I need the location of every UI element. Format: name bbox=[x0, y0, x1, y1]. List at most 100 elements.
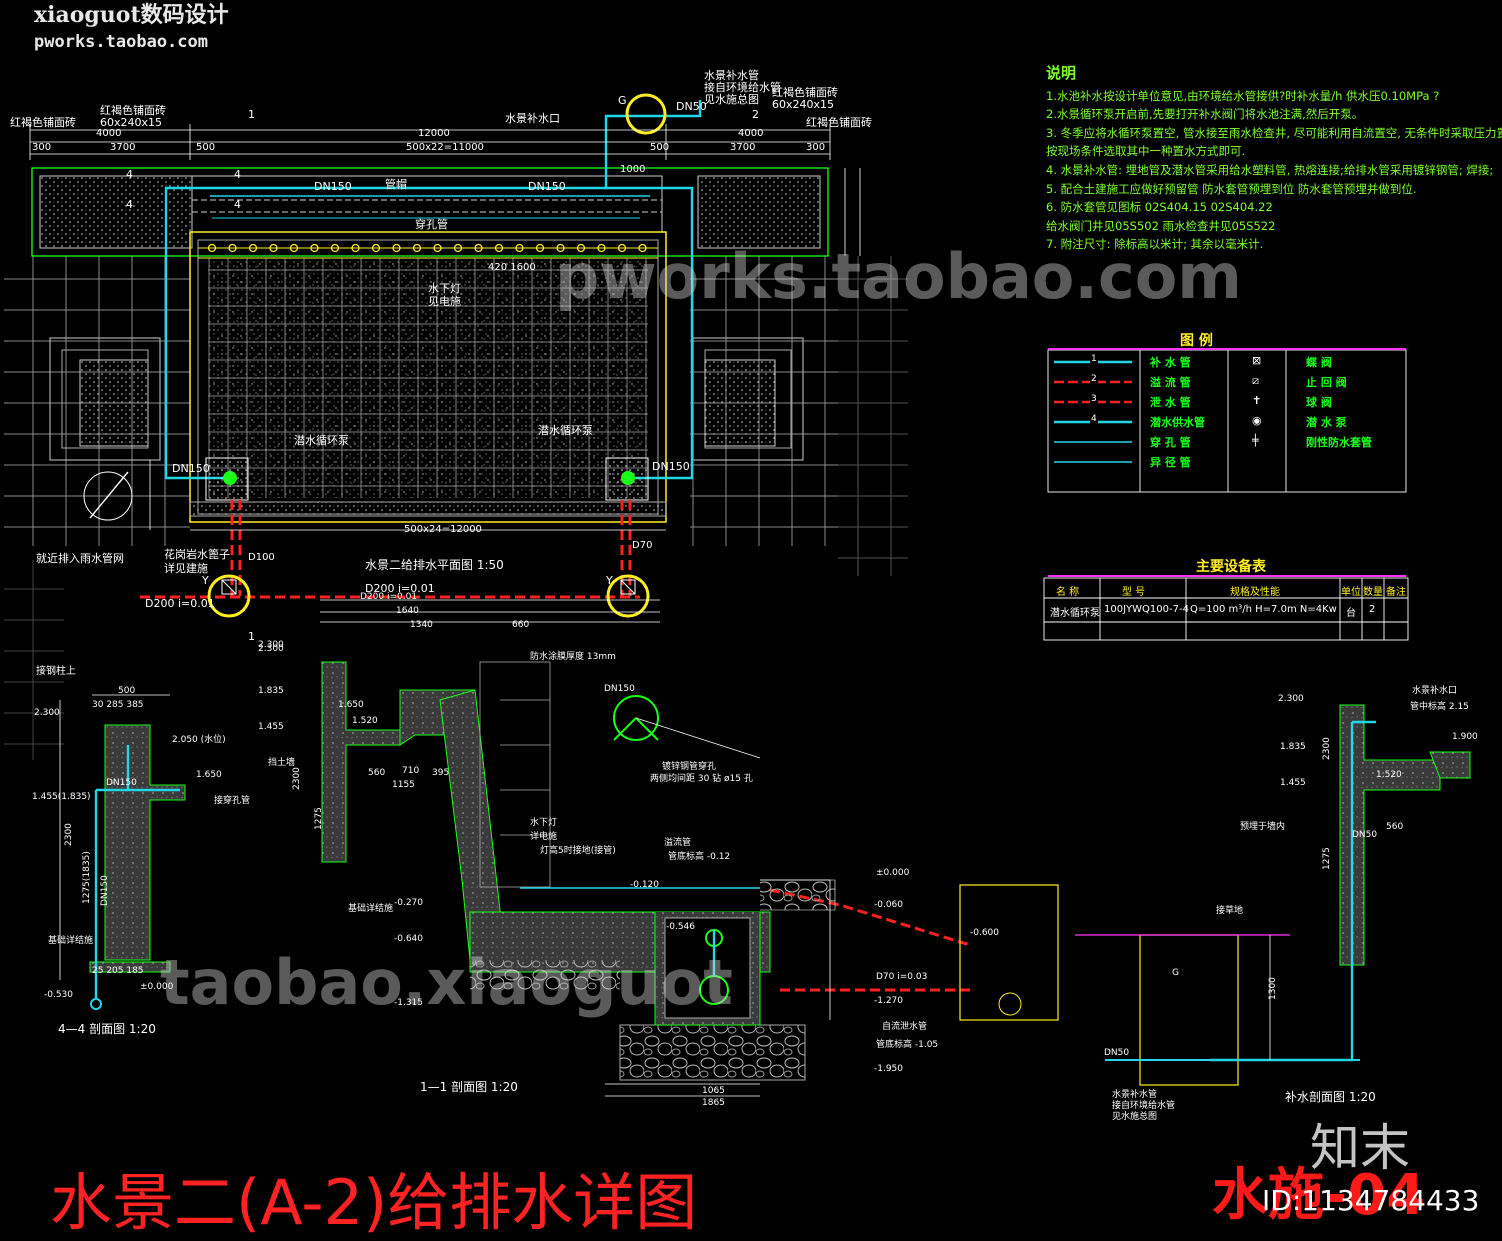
note-line: 6. 防水套管见图标 02S404.15 02S404.22 bbox=[1046, 200, 1273, 215]
nozzle bbox=[474, 243, 483, 253]
section-label: 详电施 bbox=[530, 832, 558, 842]
section-label: 2.300 bbox=[34, 708, 60, 718]
note-line: 5. 配合土建施工应做好预留管 防水套管预埋到位 防水套管预埋并做到位. bbox=[1046, 181, 1417, 196]
section-label: -0.640 bbox=[394, 934, 424, 944]
section-label: -0.546 bbox=[666, 922, 696, 932]
note-line: 给水阀门井见05S502 雨水检查井见05S522 bbox=[1046, 218, 1276, 233]
section-label: 1340 bbox=[410, 620, 433, 630]
nozzle bbox=[228, 243, 237, 253]
drain-symbols bbox=[221, 579, 636, 595]
paving-size-left: 60x240x15 bbox=[100, 116, 163, 129]
dim-1000-top: 1000 bbox=[620, 164, 646, 175]
equipment-title: 主要设备表 bbox=[1196, 559, 1266, 575]
section-1-1-caption: 1—1 剖面图 1:20 bbox=[420, 1080, 518, 1094]
center-url-watermark: pworks.taobao.com bbox=[555, 240, 1242, 313]
nozzle bbox=[638, 243, 647, 253]
legend-line-label: 穿 孔 管 bbox=[1150, 436, 1191, 449]
drawing-title: 水景二(A-2)给排水详图 bbox=[50, 1166, 698, 1239]
section-label: 基础详结施 bbox=[348, 904, 394, 914]
pump-label-right: 潜水循环泵 bbox=[538, 424, 593, 437]
section-label: 1.650 bbox=[196, 770, 222, 780]
section-label: 25 205 185 bbox=[92, 966, 144, 976]
section-label: 预埋于墙内 bbox=[1240, 822, 1286, 832]
pump-label-left: 潜水循环泵 bbox=[294, 434, 349, 447]
nozzle bbox=[433, 243, 442, 253]
dn150-right: DN150 bbox=[652, 460, 690, 473]
dimension-lines-plan bbox=[29, 124, 861, 531]
dim-4000-left: 4000 bbox=[96, 128, 122, 139]
brand-watermark: xiaoguot数码设计 bbox=[34, 2, 229, 28]
section-label: 500 bbox=[118, 686, 136, 696]
section-label: 710 bbox=[402, 766, 420, 776]
inlet-label: 水景补水口 bbox=[505, 112, 560, 125]
supply-note-label: 水景补水管 接自环境给水管 见水施总图 bbox=[704, 69, 781, 106]
section-label: ±0.000 bbox=[876, 868, 910, 878]
section-label: -0.530 bbox=[44, 990, 74, 1000]
north-arrow bbox=[83, 471, 133, 521]
design-notes: 说明 1.水池补水按设计单位意见,由环境给水管接供?时补水量/h 供水压0.10… bbox=[1046, 64, 1502, 254]
nozzle bbox=[310, 243, 319, 253]
dim-3700-right: 3700 bbox=[730, 142, 756, 153]
pump-pits bbox=[205, 457, 649, 501]
eq-cell-unit: 台 bbox=[1346, 608, 1356, 619]
section-label: 水景补水管 接自环境给水管 见水施总图 bbox=[1112, 1090, 1176, 1122]
section-label: 镀锌钢管穿孔 bbox=[662, 762, 717, 772]
legend-row-number: 4 bbox=[1090, 414, 1098, 424]
section-label: 水下灯 bbox=[530, 818, 558, 828]
nozzle bbox=[269, 243, 278, 253]
d200-label: D200 i=0.01 bbox=[145, 597, 215, 610]
eq-cell-name: 潜水循环泵 bbox=[1050, 608, 1100, 619]
section-label: 1640 bbox=[396, 606, 419, 616]
nozzle bbox=[248, 243, 258, 253]
dim-bottom: 500x24=12000 bbox=[404, 524, 482, 535]
note-line: 2.水景循环泵开启前,先要打开补水阀门将水池注满,然后开泵。 bbox=[1046, 107, 1364, 122]
legend-symbol-icon: ⊠ bbox=[1252, 354, 1262, 367]
legend-row-number: 1 bbox=[1090, 354, 1098, 364]
drain-label: 就近排入雨水管网 bbox=[36, 552, 124, 565]
legend-title: 图 例 bbox=[1180, 333, 1213, 349]
section-label: 560 bbox=[1386, 822, 1404, 832]
section-label: 1300 bbox=[1268, 977, 1278, 1000]
note-line: 7. 附注尺寸: 除标高以米计; 其余以毫米计. bbox=[1046, 237, 1264, 252]
section-label: 1.835 bbox=[1280, 742, 1306, 752]
section-label: 防水涂膜厚度 13mm bbox=[530, 652, 616, 662]
section-label: D200 i=0.01 bbox=[360, 592, 418, 602]
section-label: 1275 bbox=[1322, 847, 1332, 870]
section-label: 接草地 bbox=[1216, 906, 1244, 916]
note-line: 4. 水景补水管: 埋地管及潜水管采用给水塑料管, 热熔连接;给排水管采用镀锌钢… bbox=[1046, 162, 1494, 177]
dim-11000: 500x22=11000 bbox=[406, 142, 484, 153]
paving-size-right: 60x240x15 bbox=[772, 98, 835, 111]
ref-Y-left: Y bbox=[202, 574, 209, 587]
legend-symbol-icon: ⧄ bbox=[1252, 374, 1259, 387]
equipment-table bbox=[1043, 575, 1409, 641]
section-4-4-caption: 4—4 剖面图 1:20 bbox=[58, 1022, 156, 1036]
nozzle-row bbox=[207, 243, 647, 253]
section-4-4 bbox=[59, 694, 186, 1010]
nozzle bbox=[535, 243, 545, 253]
eq-cell-spec: Q=100 m³/h H=7.0m N=4Kw bbox=[1190, 604, 1337, 615]
section-label: -0.120 bbox=[630, 880, 660, 890]
paving-label-right: 红褐色铺面砖 bbox=[772, 86, 838, 99]
d100-label: D100 bbox=[248, 552, 275, 563]
section-label: -1.270 bbox=[874, 996, 904, 1006]
legend-line-label: 溢 流 管 bbox=[1150, 376, 1191, 389]
nozzle bbox=[371, 243, 381, 253]
legend-symbol-icon: ◉ bbox=[1252, 414, 1262, 427]
section-label: 管底标高 -1.05 bbox=[876, 1040, 939, 1050]
grate-label: 花岗岩水篦子 详见建施 bbox=[164, 548, 230, 575]
ref-4-c: 4 bbox=[234, 168, 241, 181]
section-label: -0.600 bbox=[970, 928, 1000, 938]
section-label: 2300 bbox=[64, 823, 74, 846]
ref-4-d: 4 bbox=[234, 198, 241, 211]
section-label: 1.520 bbox=[352, 716, 378, 726]
section-label: 1.900 bbox=[1452, 732, 1478, 742]
nozzle bbox=[597, 243, 606, 253]
note-line: 按现场条件选取其中一种置水方式即可. bbox=[1046, 144, 1246, 159]
ref-Y-right: Y bbox=[606, 574, 613, 587]
dim-3700-left: 3700 bbox=[110, 142, 136, 153]
legend-table bbox=[1047, 348, 1407, 493]
paving-label-left-2: 红褐色铺面砖 bbox=[100, 104, 166, 117]
section-label: 接穿孔管 bbox=[214, 796, 251, 806]
